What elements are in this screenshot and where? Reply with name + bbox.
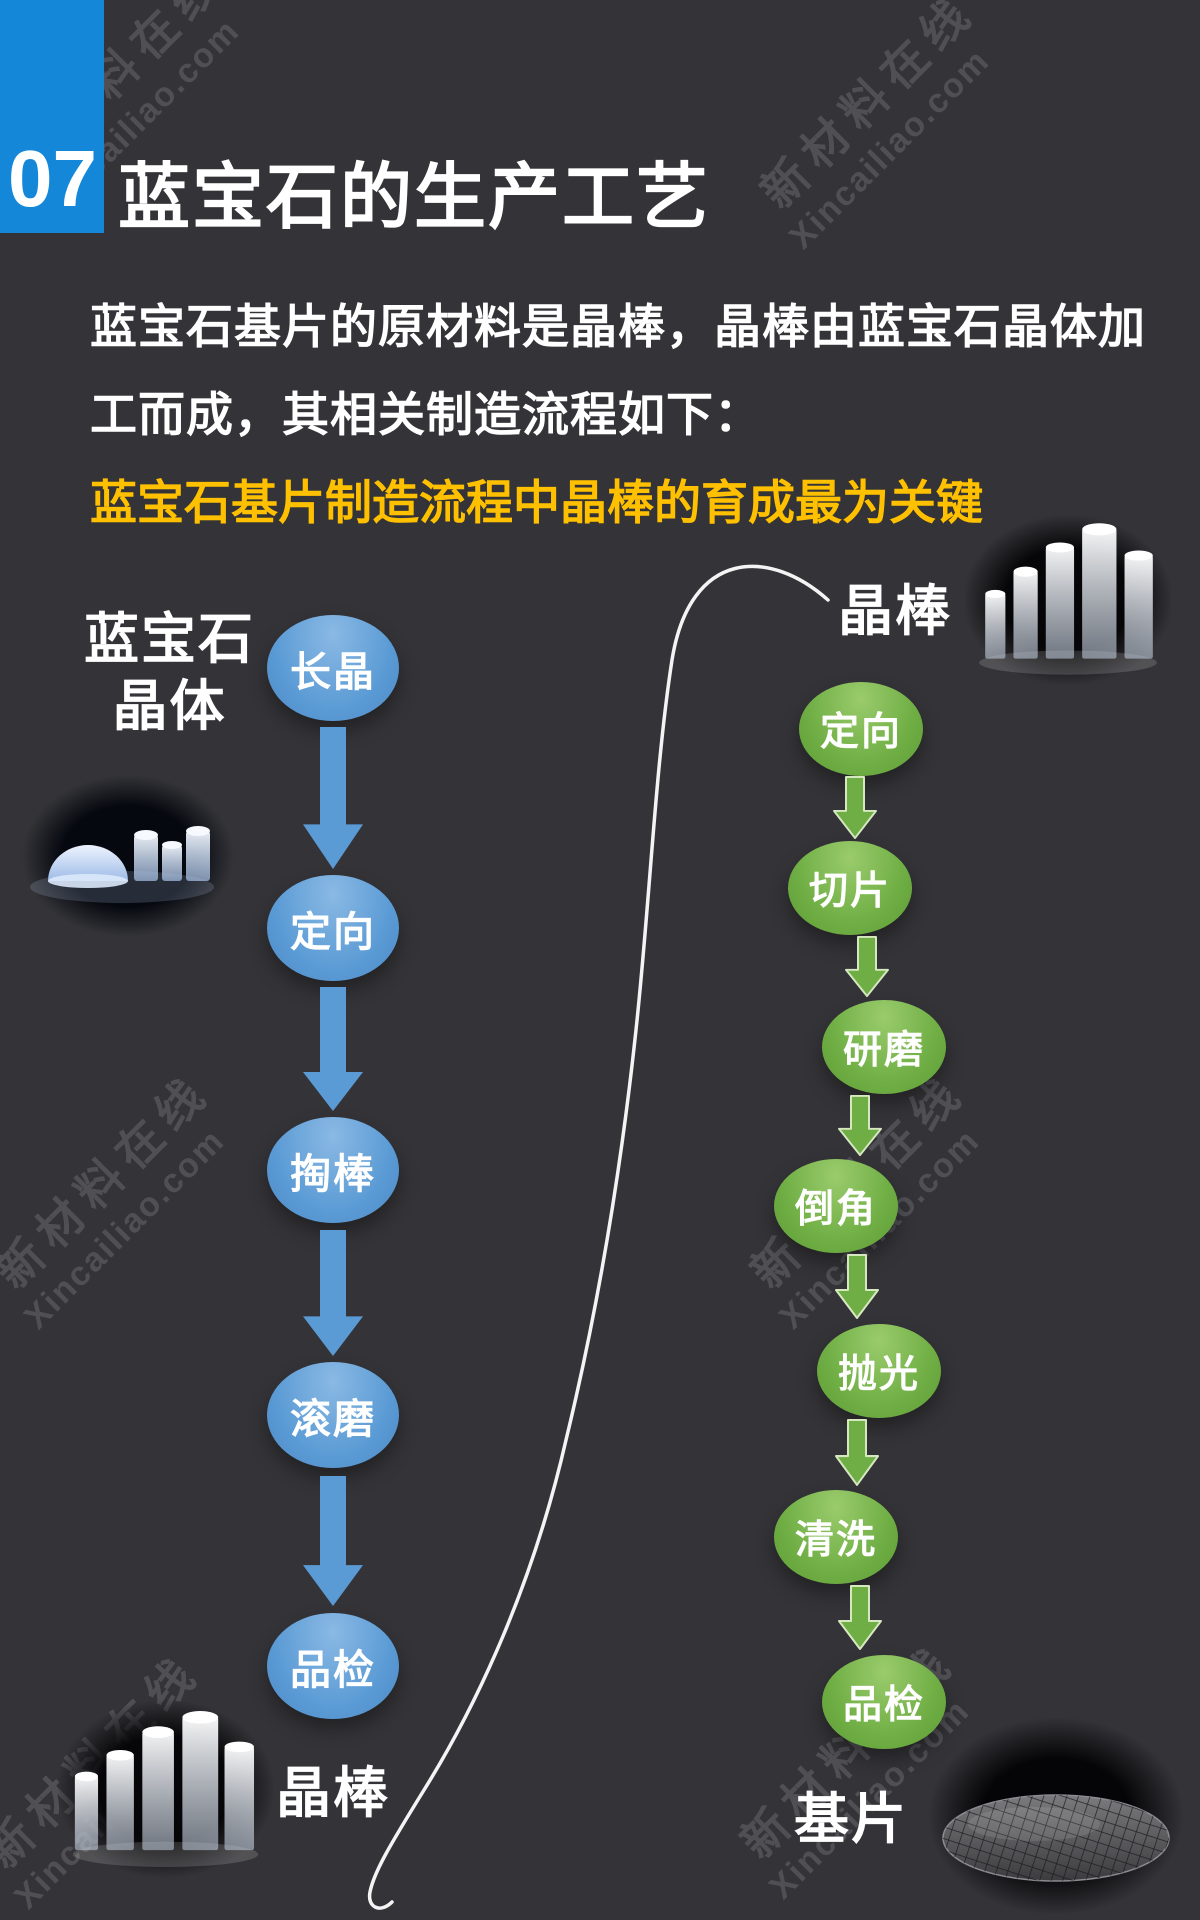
left-flow-source-label: 蓝宝石 晶体 [72, 606, 267, 740]
left-flow-source-label-line1: 蓝宝石 [83, 608, 255, 670]
arrow-down-icon [301, 987, 365, 1111]
right-flow-step-2: 切片 [788, 841, 912, 935]
arrow-down-icon [832, 776, 878, 840]
left-flow-step-1: 长晶 [267, 615, 399, 721]
intro-text-line-2: 工而成，其相关制造流程如下： [90, 388, 762, 441]
arrow-down-icon [837, 1095, 883, 1157]
watermark-url: Xincailiao.com [17, 1121, 233, 1337]
right-flow-step-7: 品检 [822, 1655, 946, 1749]
right-flow-step-5: 抛光 [817, 1324, 941, 1418]
crystal-rods-photo-bottom [58, 1700, 273, 1878]
right-flow-step-6: 清洗 [774, 1490, 898, 1584]
wafer-photo [930, 1718, 1182, 1914]
highlight-text: 蓝宝石基片制造流程中晶棒的育成最为关键 [90, 476, 983, 529]
right-flow-source-label: 晶棒 [837, 580, 952, 642]
page-title: 蓝宝石的生产工艺 [118, 158, 711, 238]
left-flow-step-5: 品检 [267, 1613, 399, 1719]
arrow-down-icon [837, 1585, 883, 1651]
left-flow-source-label-line2: 晶体 [112, 675, 227, 738]
watermark: 新材料在线 Xincailiao.com [0, 1056, 251, 1336]
right-flow-step-3: 研磨 [822, 1000, 946, 1094]
right-flow-step-1: 定向 [799, 682, 923, 776]
left-flow-result-label: 晶棒 [275, 1762, 390, 1824]
left-flow-step-3: 掏棒 [267, 1117, 399, 1223]
right-flow-step-4: 倒角 [774, 1159, 898, 1253]
left-flow-step-4: 滚磨 [267, 1362, 399, 1468]
arrow-down-icon [834, 1254, 880, 1320]
left-flow-step-2: 定向 [267, 875, 399, 981]
arrow-down-icon [301, 727, 365, 869]
watermark-text: 新材料在线 [0, 1063, 221, 1299]
right-flow-result-label: 基片 [793, 1788, 908, 1850]
section-number-badge: 07 [0, 0, 104, 233]
watermark: 新材料在线 Xincailiao.com [744, 0, 1016, 256]
crystal-rods-photo-top [965, 515, 1171, 685]
watermark-text: 新材料在线 [750, 0, 986, 219]
intro-text-line-1: 蓝宝石基片的原材料是晶棒，晶棒由蓝宝石晶体加 [90, 300, 1146, 353]
watermark-url: Xincailiao.com [782, 41, 998, 257]
arrow-down-icon [301, 1476, 365, 1606]
arrow-down-icon [301, 1230, 365, 1356]
sapphire-crystal-photo [22, 775, 234, 937]
arrow-down-icon [834, 1419, 880, 1487]
arrow-down-icon [844, 936, 890, 998]
